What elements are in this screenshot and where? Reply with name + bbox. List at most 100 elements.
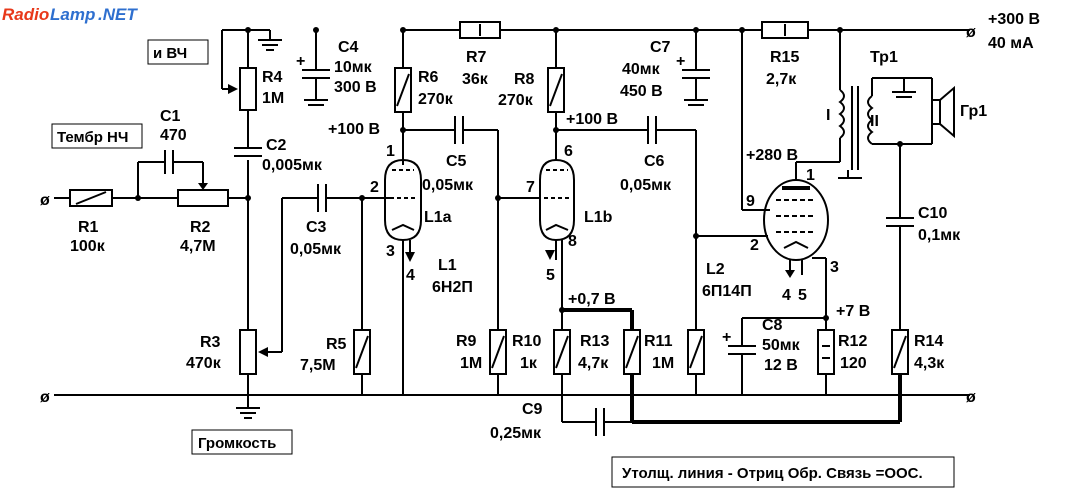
c4-value: 10мк: [334, 59, 373, 76]
volume-box: [191, 429, 293, 455]
pin-label: 6: [564, 143, 573, 160]
tube-l1a: [384, 158, 422, 242]
supply-terminal-icon: ø: [966, 24, 976, 41]
c7-value2: 450 В: [620, 83, 663, 100]
r13-value: 4,7к: [578, 355, 609, 372]
svg-text:Radio: Radio: [2, 5, 49, 24]
c6-value: 0,05мк: [620, 177, 672, 194]
c8-value: 50мк: [762, 337, 801, 354]
resistor-r7: [459, 21, 501, 39]
c8-value2: 12 В: [764, 357, 798, 374]
r14-name: R14: [914, 333, 943, 350]
capacitor-c6: [647, 116, 657, 144]
svg-text:+: +: [676, 53, 685, 70]
resistor-r10: [553, 329, 571, 375]
capacitor-c2: [234, 147, 262, 157]
r12-name: R12: [838, 333, 867, 350]
potentiometer-r2: [177, 170, 229, 207]
r4-name: R4: [262, 69, 283, 86]
r5-name: R5: [326, 336, 347, 353]
pin-label: 3: [386, 243, 395, 260]
r7-value: 36к: [462, 71, 489, 88]
r9-value: 1М: [460, 355, 482, 372]
r14-value: 4,3к: [914, 355, 945, 372]
pin-label: 4: [406, 267, 415, 284]
r3-name: R3: [200, 334, 221, 351]
ground-icon: [684, 99, 708, 106]
ground-icon: [258, 39, 282, 51]
r13-name: R13: [580, 333, 609, 350]
c4-name: C4: [338, 39, 359, 56]
c2-name: C2: [266, 137, 287, 154]
svg-text:.NET: .NET: [98, 5, 138, 24]
c9-value: 0,25мк: [490, 425, 542, 442]
pin-label: 2: [370, 179, 379, 196]
r10-value: 1к: [520, 355, 538, 372]
resistor-r15: [761, 21, 809, 39]
voltage-v100b: +100 В: [566, 111, 618, 128]
supply-current: 40 мА: [988, 35, 1034, 52]
pin-label: 9: [746, 193, 755, 210]
pin-label: 2: [750, 237, 759, 254]
r11-name: R11: [644, 333, 673, 350]
pin-label: 1: [386, 143, 395, 160]
c9-name: C9: [522, 401, 543, 418]
electrolytic-capacitor-c4: +: [296, 53, 330, 79]
output-ground-terminal-icon: ø: [966, 389, 976, 406]
ground-icon: [304, 99, 328, 106]
l2-type: 6П14П: [702, 283, 752, 300]
capacitor-c5: [454, 116, 464, 144]
tr1-primary: I: [826, 107, 830, 124]
c3-value: 0,05мк: [290, 241, 342, 258]
c8-name: C8: [762, 317, 783, 334]
c7-name: C7: [650, 39, 671, 56]
ground-icon: [236, 407, 260, 419]
site-logo: Radio Lamp .NET: [2, 5, 138, 24]
c10-name: C10: [918, 205, 947, 222]
r8-value: 270к: [498, 92, 534, 109]
r2-value: 4,7М: [180, 238, 216, 255]
voltage-v07: +0,7 В: [568, 291, 616, 308]
tr1-name: Тр1: [870, 49, 898, 66]
c5-value: 0,05мк: [422, 177, 474, 194]
potentiometer-r4: [239, 67, 257, 111]
c7-value: 40мк: [622, 61, 661, 78]
resistor-r6: [394, 67, 412, 113]
l1a-label: L1а: [424, 209, 452, 226]
r4-value: 1М: [262, 90, 284, 107]
resistor-r13: [623, 329, 641, 375]
svg-text:+: +: [722, 329, 731, 346]
tone-bass-label: Тембр НЧ: [57, 129, 128, 146]
c1-name: C1: [160, 108, 181, 125]
svg-text:+: +: [296, 53, 305, 70]
r7-name: R7: [466, 49, 487, 66]
c3-name: C3: [306, 219, 327, 236]
input-terminal-icon: ø: [40, 192, 50, 209]
r3-value: 470к: [186, 355, 222, 372]
r8-name: R8: [514, 71, 535, 88]
pin-label: 5: [798, 287, 807, 304]
tr1-secondary: II: [870, 113, 879, 130]
tube-l1b: [539, 158, 575, 242]
pin-label: 4: [782, 287, 791, 304]
svg-text:Lamp: Lamp: [50, 5, 95, 24]
c4-value2: 300 В: [334, 79, 377, 96]
pin-label: 5: [546, 267, 555, 284]
r15-name: R15: [770, 49, 799, 66]
resistor-r1: [69, 189, 113, 207]
tone-hf-box: [147, 39, 209, 65]
pin-label: 8: [568, 233, 577, 250]
r6-value: 270к: [418, 91, 454, 108]
tube-l2: [763, 179, 829, 261]
resistor-r11: [687, 329, 705, 375]
l1-name: L1: [438, 257, 457, 274]
voltage-v7: +7 В: [836, 303, 870, 320]
note-box: [611, 456, 955, 488]
potentiometer-r3: [239, 329, 257, 375]
input-ground-terminal-icon: ø: [40, 389, 50, 406]
r6-name: R6: [418, 69, 439, 86]
supply-voltage: +300 В: [988, 11, 1040, 28]
resistor-r8: [547, 67, 565, 113]
electrolytic-capacitor-c7: +: [676, 53, 710, 79]
